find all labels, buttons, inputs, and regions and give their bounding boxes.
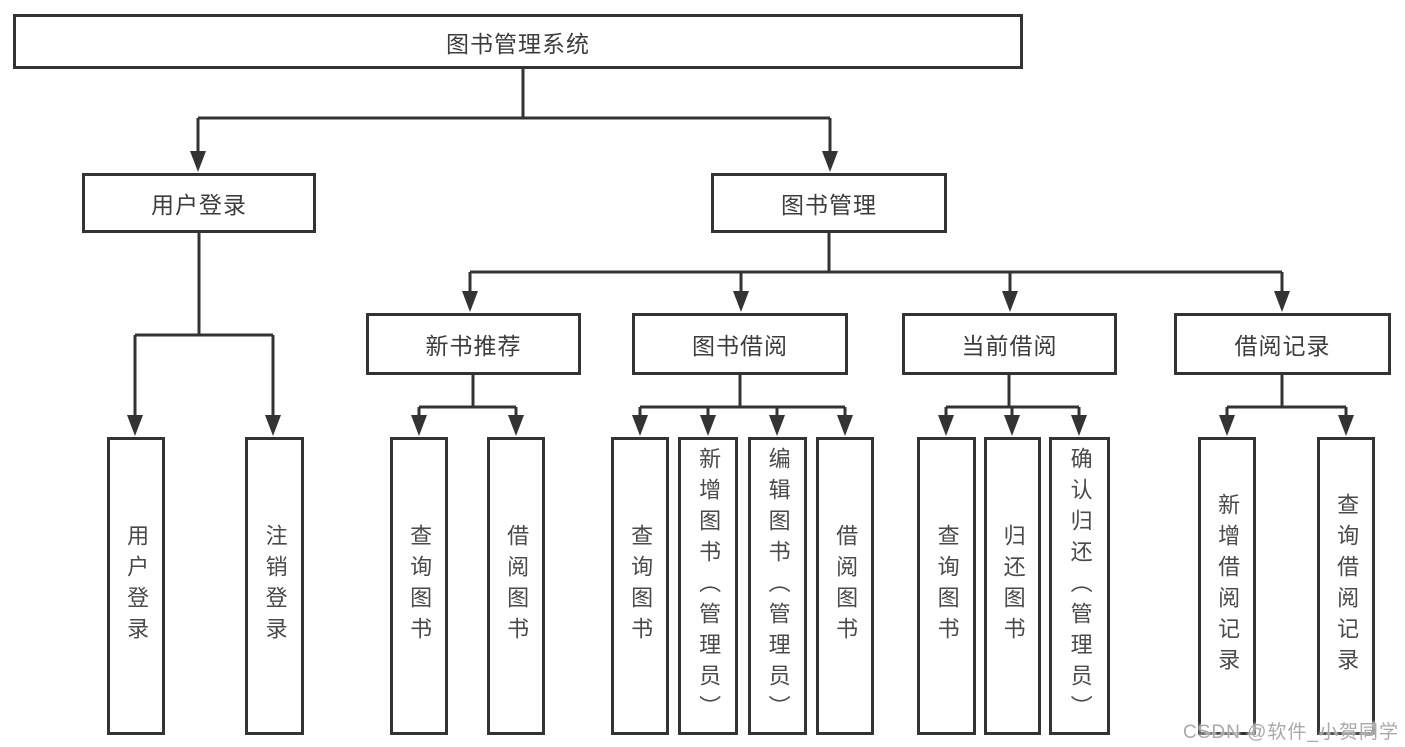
leaf-confirm-return-admin: 确认归还（管理员） [1049,437,1110,735]
leaf-label: 编辑图书（管理员） [765,446,791,726]
arrowhead [769,415,785,436]
node-borrowing-records: 借阅记录 [1174,313,1391,375]
node-label: 当前借阅 [961,333,1058,359]
node-book-management: 图书管理 [711,173,947,233]
node-current-borrowing: 当前借阅 [902,313,1117,375]
node-label: 图书管理 [781,192,877,218]
leaf-label: 归还图书 [1000,524,1026,648]
arrowhead [1219,415,1235,436]
arrowhead [411,415,427,436]
arrowhead [822,151,838,172]
leaf-label: 借阅图书 [504,524,530,648]
node-user-login: 用户登录 [82,173,316,233]
arrowhead [1002,291,1018,312]
leaf-label: 用户登录 [124,524,150,648]
arrowhead [700,415,716,436]
leaf-query-borrow-record: 查询借阅记录 [1317,437,1375,735]
leaf-label: 查询借阅记录 [1334,493,1360,679]
arrowhead [733,291,749,312]
leaf-add-books-admin: 新增图书（管理员） [678,437,738,735]
arrowhead [1274,291,1290,312]
arrowhead [938,415,954,436]
leaf-label: 确认归还（管理员） [1067,446,1093,726]
leaf-borrow-books: 借阅图书 [816,437,874,735]
root-node-label: 图书管理系统 [446,30,590,57]
leaf-label: 注销登录 [262,524,288,648]
leaf-borrow-books-recommend: 借阅图书 [487,437,545,735]
leaf-label: 借阅图书 [833,524,859,648]
arrowhead [127,415,143,436]
arrowhead [265,415,281,436]
node-label: 图书借阅 [692,333,788,359]
leaf-add-borrow-record: 新增借阅记录 [1198,437,1256,735]
leaf-label: 查询图书 [934,524,960,648]
root-node-book-management-system: 图书管理系统 [13,14,1023,69]
arrowhead [1004,415,1020,436]
node-label: 新书推荐 [425,333,522,359]
arrowhead [1338,415,1354,436]
leaf-label: 新增图书（管理员） [696,446,722,726]
leaf-label: 查询图书 [407,524,433,648]
leaf-query-books-borrowing: 查询图书 [611,437,669,735]
arrowheads [127,151,1354,436]
leaf-query-books-current: 查询图书 [917,437,976,735]
leaf-label: 查询图书 [628,524,654,648]
arrowhead [1071,415,1087,436]
node-book-borrowing: 图书借阅 [632,313,848,375]
leaf-logout: 注销登录 [245,437,304,735]
leaf-return-books: 归还图书 [984,437,1041,735]
tree-connectors [133,69,1348,418]
leaf-edit-books-admin: 编辑图书（管理员） [748,437,807,735]
leaf-label: 新增借阅记录 [1215,493,1241,679]
node-label: 借阅记录 [1234,333,1331,359]
arrowhead [190,151,206,172]
node-label: 用户登录 [151,192,247,218]
arrowhead [837,415,853,436]
leaf-query-books-recommend: 查询图书 [390,437,448,735]
arrowhead [462,291,478,312]
leaf-user-login: 用户登录 [107,437,165,735]
arrowhead [508,415,524,436]
node-new-book-recommendation: 新书推荐 [366,313,581,375]
csdn-watermark: CSDN @软件_小贺同学 [1183,722,1399,743]
arrowhead [632,415,648,436]
